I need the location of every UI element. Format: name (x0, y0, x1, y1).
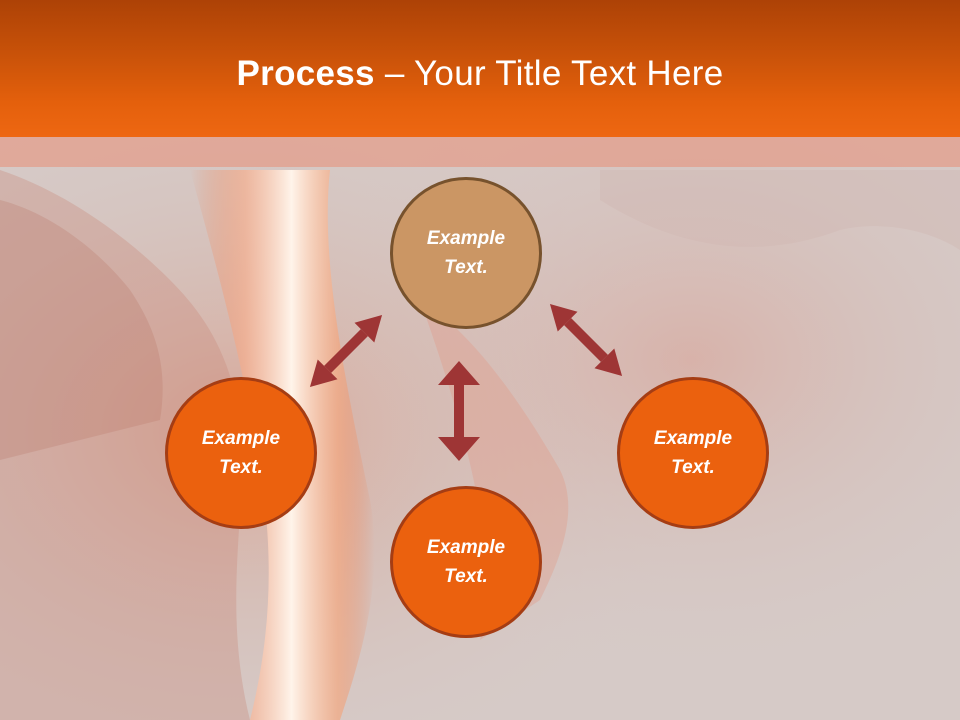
title-bold-text: Process (236, 54, 375, 93)
node-left-label: Example Text. (201, 428, 281, 478)
node-right-label: Example Text. (653, 428, 733, 478)
process-node-bottom[interactable]: Example Text. (390, 486, 542, 638)
node-top-label: Example Text. (426, 228, 506, 278)
node-bottom-label: Example Text. (426, 537, 506, 587)
process-node-top[interactable]: Example Text. (390, 177, 542, 329)
process-node-left[interactable]: Example Text. (165, 377, 317, 529)
title-subtitle-text: – Your Title Text Here (374, 54, 724, 93)
slide-title[interactable]: Process – Your Title Text Here (0, 52, 960, 96)
header-accent-band (0, 137, 960, 167)
title-band: Process – Your Title Text Here (0, 0, 960, 137)
process-node-right[interactable]: Example Text. (617, 377, 769, 529)
